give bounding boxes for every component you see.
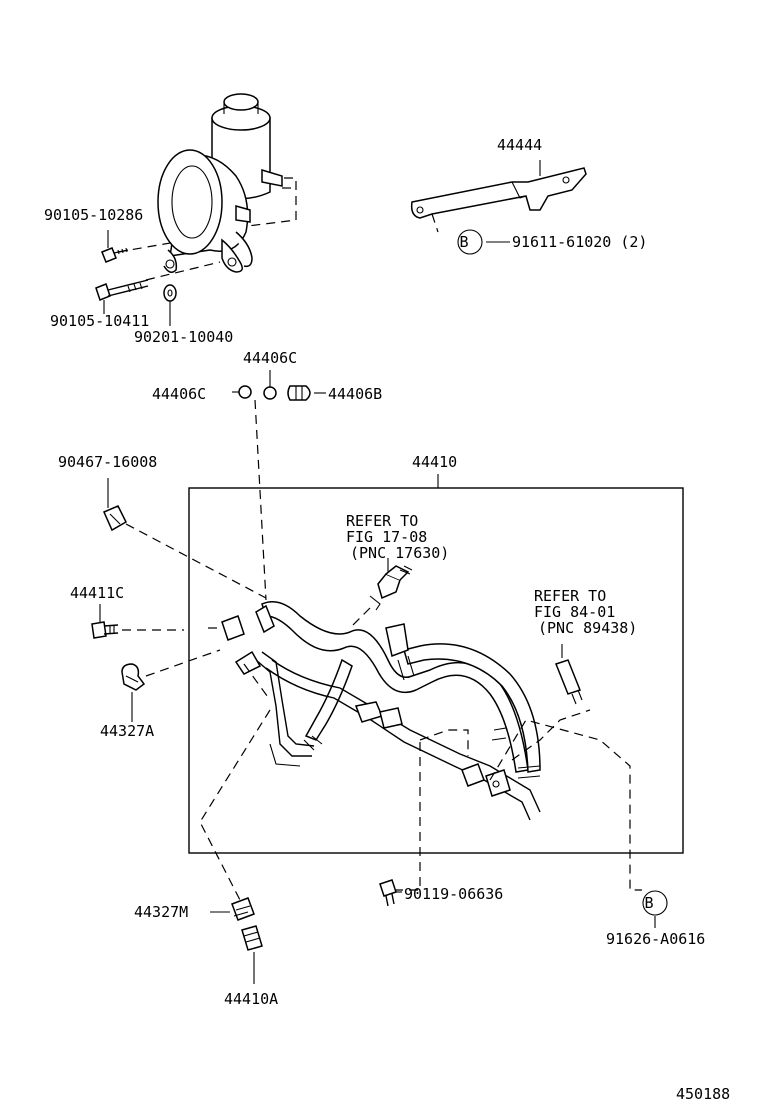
label-44406c-left: 44406C — [152, 385, 206, 403]
figure-number: 450188 — [676, 1085, 730, 1103]
hose-box-44410 — [188, 474, 684, 854]
marker-b-hose-letter: B — [644, 894, 653, 912]
bracket-44444 — [410, 160, 587, 243]
label-90105-10286: 90105-10286 — [44, 206, 143, 224]
gasket-set-44406 — [232, 370, 326, 601]
bolt-90105-10411 — [95, 279, 149, 314]
marker-b-bracket-letter: B — [459, 233, 468, 251]
bolt-90105-10286 — [101, 230, 129, 263]
label-90119-06636: 90119-06636 — [404, 885, 503, 903]
union-bolt-44410a — [241, 925, 263, 984]
label-90201-10040: 90201-10040 — [134, 328, 233, 346]
washer-90201 — [163, 284, 177, 326]
pressure-switch-17630 — [349, 558, 413, 629]
label-44444: 44444 — [497, 136, 542, 154]
label-91626-a0616: 91626-A0616 — [606, 930, 705, 948]
label-90105-10411: 90105-10411 — [50, 312, 149, 330]
marker-b-bracket — [457, 229, 483, 255]
refer-note-2-line1: REFER TO — [534, 587, 606, 605]
refer-note-2-line2: FIG 84-01 — [534, 603, 615, 621]
label-44406b: 44406B — [328, 385, 382, 403]
refer-note-1-line1: REFER TO — [346, 512, 418, 530]
label-44410: 44410 — [412, 453, 457, 471]
refer-note-2-line3: (PNC 89438) — [538, 619, 637, 637]
refer-note-1-line3: (PNC 17630) — [350, 544, 449, 562]
refer-note-1-line2: FIG 17-08 — [346, 528, 427, 546]
bolt-90119-06636 — [379, 879, 402, 907]
bolt-44411c — [91, 604, 184, 639]
label-44406c-top: 44406C — [243, 349, 297, 367]
label-44411c: 44411C — [70, 584, 124, 602]
clip-90467-16008 — [103, 478, 267, 599]
pressure-switch-89438 — [555, 644, 583, 705]
label-91611-61020: 91611-61020 (2) — [512, 233, 647, 251]
label-90467-16008: 90467-16008 — [58, 453, 157, 471]
pump-assembly — [117, 93, 297, 281]
label-44327a: 44327A — [100, 722, 154, 740]
hose-assembly — [208, 601, 642, 891]
clamp-44327m — [199, 709, 271, 921]
label-44410a: 44410A — [224, 990, 278, 1008]
label-44327m: 44327M — [134, 903, 188, 921]
marker-b-hose — [642, 890, 668, 928]
clamp-44327a — [121, 649, 221, 722]
